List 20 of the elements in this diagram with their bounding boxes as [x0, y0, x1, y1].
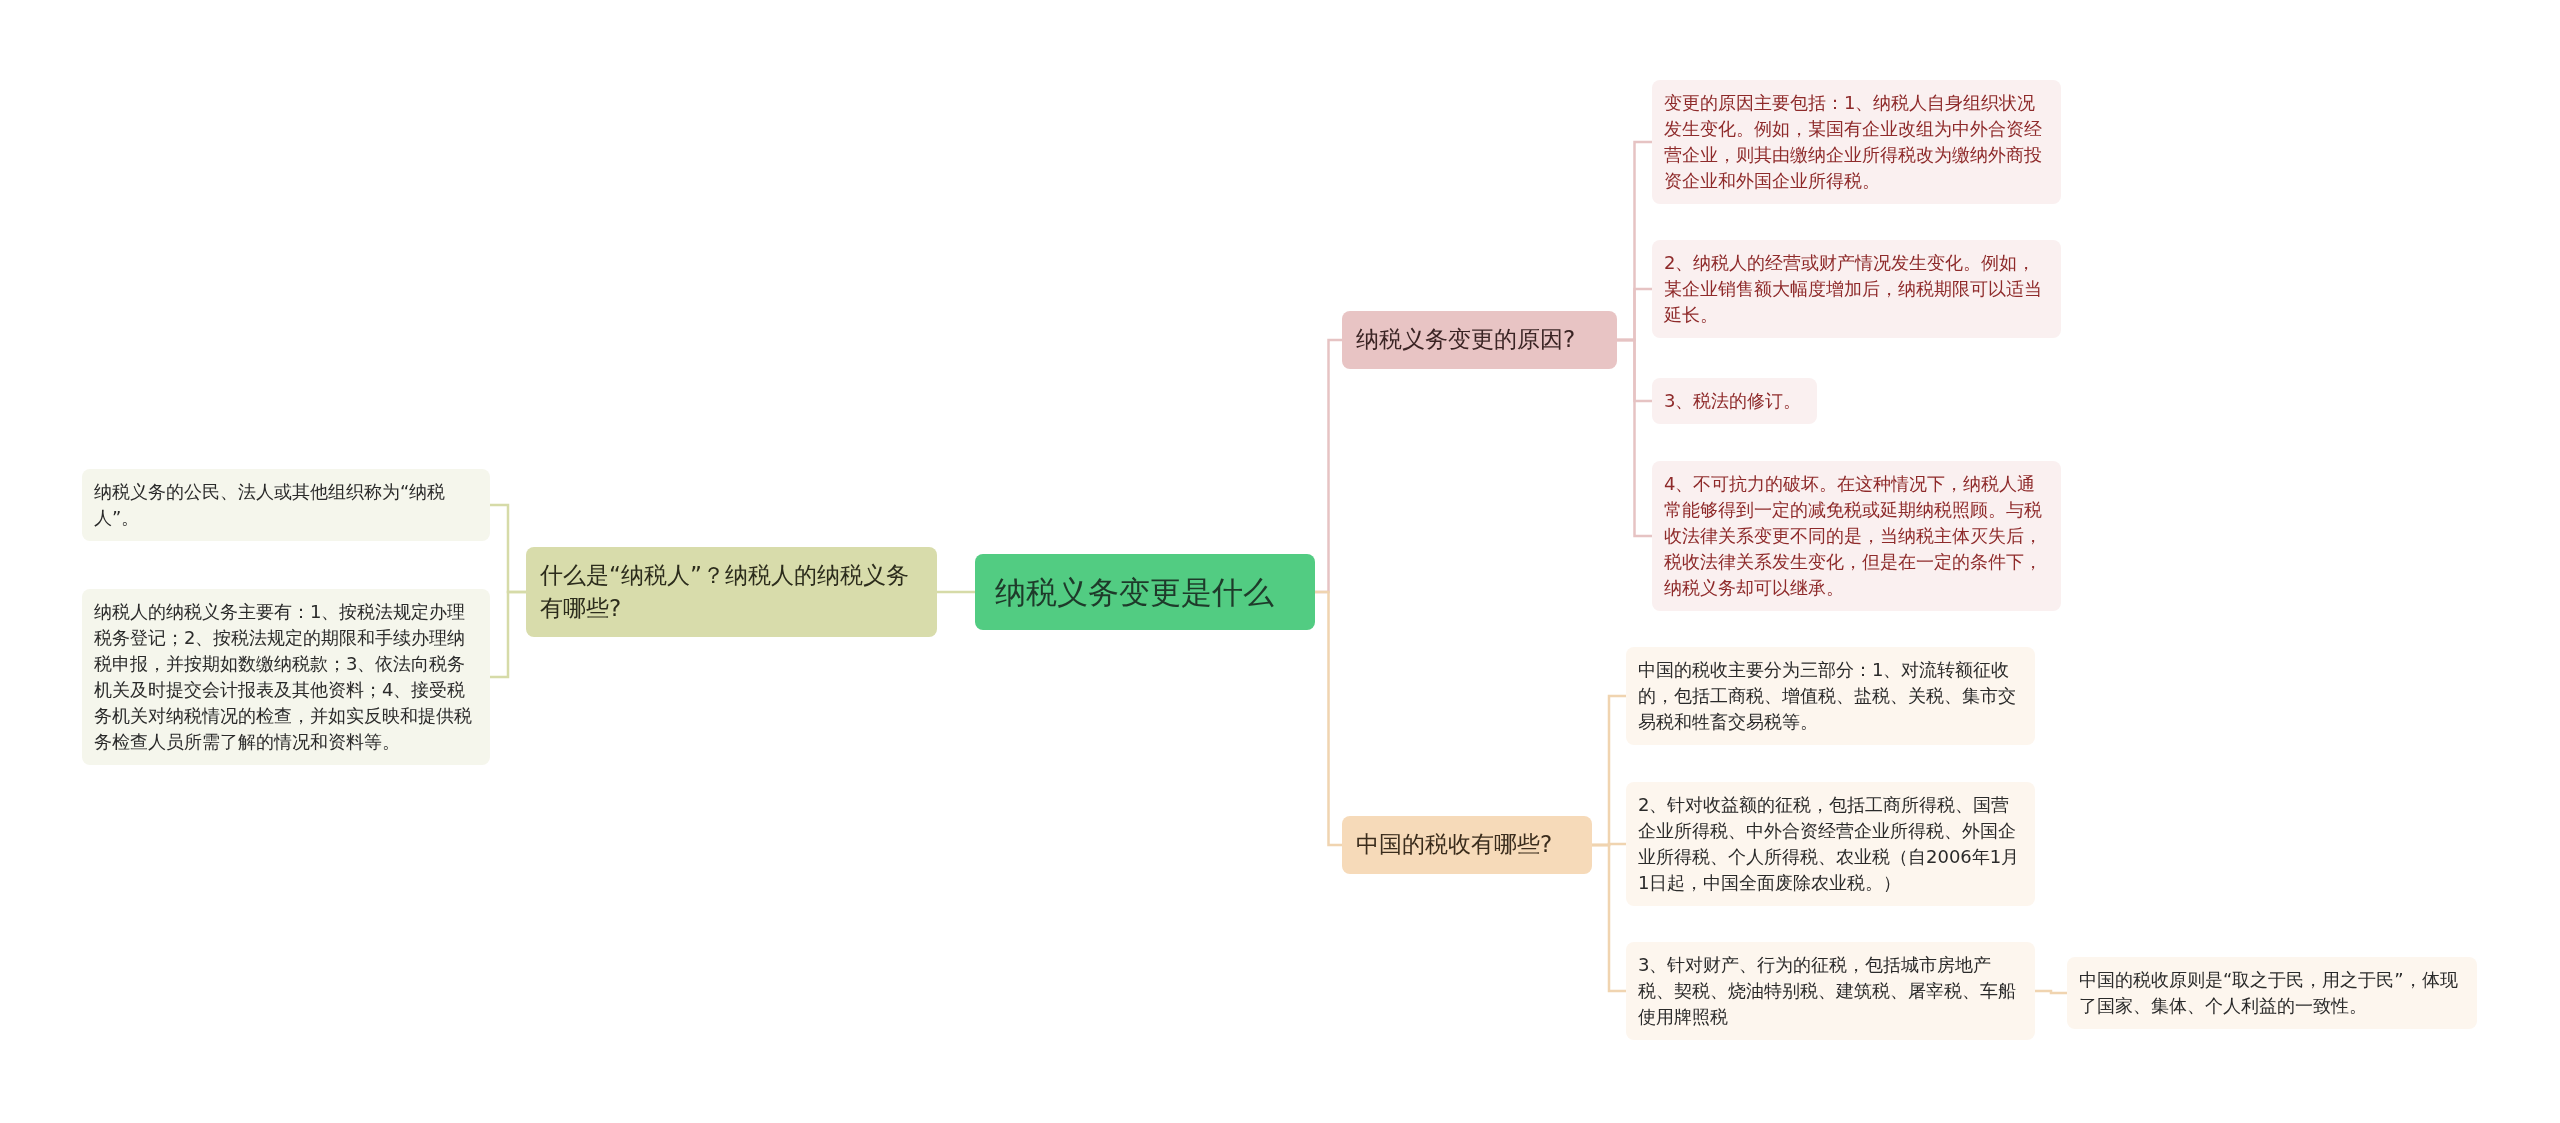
note-box: 变更的原因主要包括：1、纳税人自身组织状况发生变化。例如，某国有企业改组为中外合资经营企业，则其由缴纳企业所得税改为缴纳外商投资企业和外国企业所得税。 [1652, 79, 2061, 205]
note-box: 纳税人的纳税义务主要有：1、按税法规定办理税务登记；2、按税法规定的期限和手续办理纳税申报，并按期如数缴纳税款；3、依法向税务机关及时提交会计报表及其他资料；4、接受税务机关对纳税情况的检查，并如实反映和提供税务检查人员所需了解的情况和资料等。 [82, 588, 490, 766]
central-topic: 纳税义务变更是什么 [975, 553, 1315, 631]
topic-box: 中国的税收有哪些? [1342, 816, 1592, 874]
note-box: 纳税义务的公民、法人或其他组织称为“纳税人”。 [82, 468, 490, 542]
connector-line [1315, 590, 1342, 847]
note-box: 中国的税收原则是“取之于民，用之于民”，体现了国家、集体、个人利益的一致性。 [2067, 956, 2477, 1030]
note-box: 2、针对收益额的征税，包括工商所得税、国营企业所得税、中外合资经营企业所得税、外国企业所得税、个人所得税、农业税（自2006年1月1日起，中国全面废除农业税。） [1626, 781, 2035, 907]
note-box: 中国的税收主要分为三部分：1、对流转额征收的，包括工商税、增值税、盐税、关税、集市交易税和牲畜交易税等。 [1626, 646, 2035, 746]
note-box: 3、税法的修订。 [1652, 377, 1817, 425]
connector-line [1592, 843, 1626, 993]
note-box: 3、针对财产、行为的征税，包括城市房地产税、契税、烧油特别税、建筑税、屠宰税、车船使用牌照税 [1626, 941, 2035, 1041]
connector-line [2035, 989, 2067, 995]
note-box: 4、不可抗力的破坏。在这种情况下，纳税人通常能够得到一定的减免税或延期纳税照顾。与税收法律关系变更不同的是，当纳税主体灭失后，税收法律关系发生变化，但是在一定的条件下，纳税义务却可以继承。 [1652, 460, 2061, 612]
connector-line [490, 590, 526, 679]
connector-line [1617, 338, 1652, 538]
topic-box: 什么是“纳税人”？纳税人的纳税义务有哪些? [526, 546, 937, 638]
topic-box: 纳税义务变更的原因? [1342, 311, 1617, 369]
connector-line [937, 590, 975, 594]
note-box: 2、纳税人的经营或财产情况发生变化。例如，某企业销售额大幅度增加后，纳税期限可以适当延长。 [1652, 239, 2061, 339]
